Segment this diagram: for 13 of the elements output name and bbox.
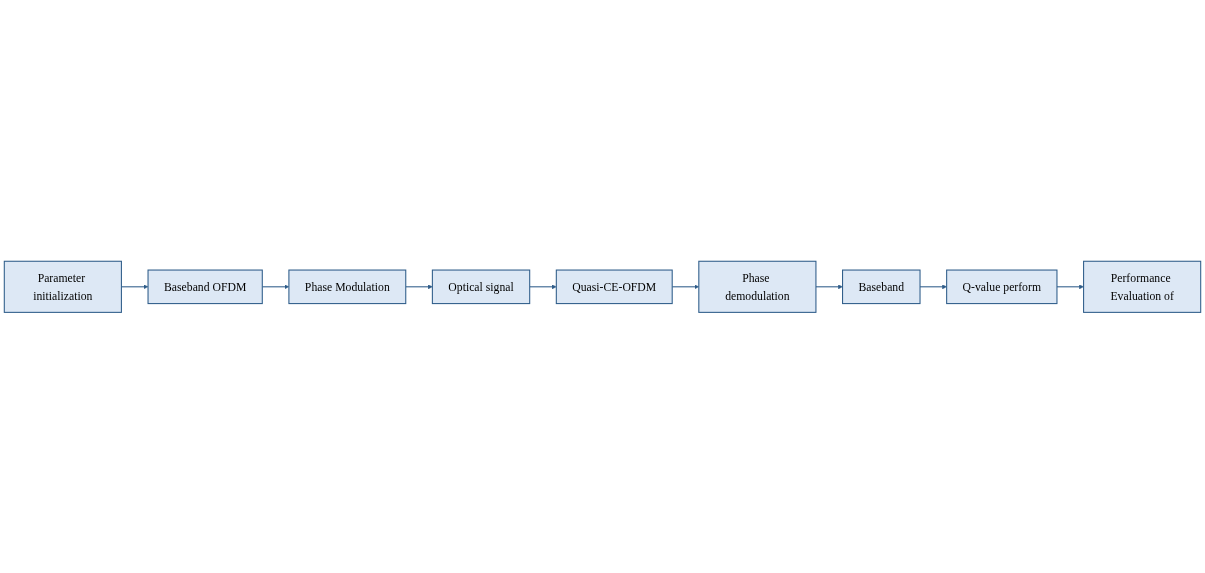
arrow <box>1056 284 1084 289</box>
arrow <box>815 284 843 289</box>
arrow <box>529 284 557 289</box>
node-box: Baseband <box>842 269 921 304</box>
node-box: Q-value perform <box>946 269 1058 304</box>
node-box: Phase Modulation <box>288 269 407 304</box>
arrow <box>405 284 433 289</box>
node-box: Quasi-CE-OFDM <box>555 269 673 304</box>
node-box: Baseband OFDM <box>147 269 263 304</box>
node-box: Phase demodulation <box>698 260 817 313</box>
node-box: Performance Evaluation of <box>1083 260 1202 313</box>
node-box: Parameter initialization <box>3 260 122 313</box>
node-box: Optical signal <box>431 269 531 304</box>
